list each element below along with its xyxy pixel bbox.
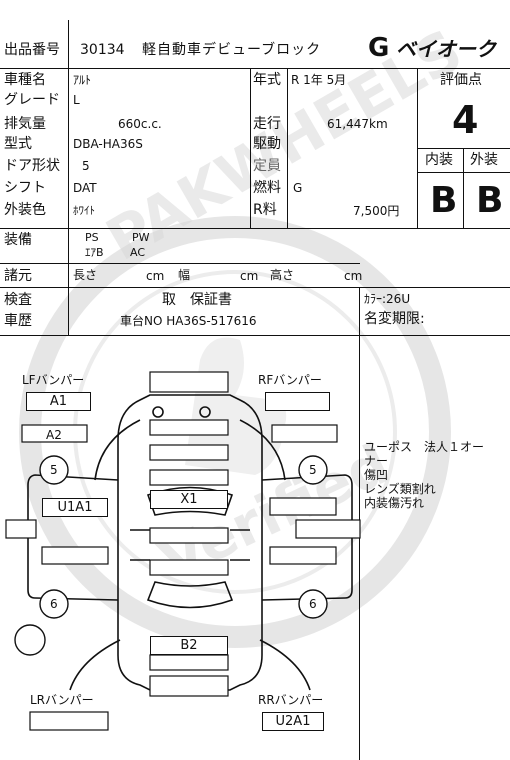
note-line-5: 内装傷汚れ: [364, 496, 425, 510]
year-label: 年式: [253, 72, 281, 88]
model-value: ｱﾙﾄ: [73, 73, 92, 87]
equip-airbag: ｴｱB: [85, 246, 104, 259]
score-label: 評価点: [440, 72, 482, 88]
shift-label: シフト: [4, 180, 46, 196]
lf-bumper-label: LFバンパー: [22, 373, 85, 387]
chassis-number: 車台NO HA36S-517616: [120, 314, 257, 328]
dims-label: 諸元: [4, 268, 32, 284]
auction-logo-text: ベイオーク: [396, 37, 496, 61]
damage-mark-u2a1: U2A1: [262, 712, 324, 731]
mileage-label: 走行: [253, 116, 281, 132]
grade-label: グレード: [4, 92, 60, 108]
note-line-2: ナー: [364, 454, 389, 468]
exterior-label: 外装: [470, 152, 498, 168]
fuel-label: 燃料: [253, 180, 281, 196]
lot-number: 30134: [80, 42, 125, 58]
dims-height-unit: cm: [344, 269, 363, 283]
dims-height: 高さ: [270, 268, 295, 282]
dims-length: 長さ: [73, 268, 98, 282]
damage-mark-a2: A2: [46, 428, 62, 442]
year-value: R 1年 5月: [291, 73, 347, 87]
exterior-value: B: [476, 180, 504, 221]
auction-logo-icon: G: [368, 33, 390, 63]
shift-value: DAT: [73, 181, 97, 195]
tire-rear-right: 6: [309, 597, 317, 611]
note-line-4: レンズ類割れ: [364, 482, 436, 496]
inspection-label: 検査: [4, 292, 32, 308]
drive-label: 駆動: [253, 136, 281, 152]
doors-value: 5: [82, 159, 90, 173]
rr-bumper-label: RRバンパー: [258, 693, 324, 707]
color-value: ﾎﾜｲﾄ: [73, 204, 95, 217]
note-line-3: 傷凹: [364, 468, 389, 482]
interior-label: 内装: [425, 152, 453, 168]
model-label: 車種名: [4, 72, 46, 88]
tire-front-right: 5: [309, 463, 317, 477]
dims-width: 幅: [178, 268, 191, 282]
equipment-label: 装備: [4, 232, 32, 248]
lr-bumper-label: LRバンパー: [30, 693, 94, 707]
type-label: 型式: [4, 136, 32, 152]
color-code: ｶﾗｰ:26U: [364, 292, 411, 306]
tire-front-left: 5: [50, 463, 58, 477]
name-change-deadline: 名変期限:: [364, 311, 425, 327]
damage-mark-b2: B2: [150, 636, 228, 655]
interior-value: B: [430, 180, 458, 221]
mileage-value: 61,447km: [327, 117, 388, 131]
fee-value: 7,500円: [353, 204, 400, 218]
equip-ac: AC: [130, 246, 146, 259]
fuel-value: G: [293, 181, 303, 195]
doors-label: ドア形状: [4, 158, 60, 174]
tire-rear-left: 6: [50, 597, 58, 611]
note-line-1: ユーポス 法人１オー: [364, 440, 485, 454]
displacement-value: 660c.c.: [118, 117, 162, 131]
rf-bumper-label: RFバンパー: [258, 373, 322, 387]
capacity-label: 定員: [253, 158, 281, 174]
score-value: 4: [452, 98, 479, 142]
color-label: 外装色: [4, 202, 46, 218]
fee-label: R料: [253, 202, 277, 218]
displacement-label: 排気量: [4, 116, 46, 132]
dims-length-unit: cm: [146, 269, 165, 283]
equip-pw: PW: [132, 231, 150, 244]
type-value: DBA-HA36S: [73, 137, 143, 151]
lot-label: 出品番号: [4, 42, 60, 58]
dims-width-unit: cm: [240, 269, 259, 283]
rf-bumper-box: [265, 392, 330, 411]
history-label: 車歴: [4, 313, 32, 329]
damage-mark-u1a1: U1A1: [42, 498, 108, 517]
inspection-value: 取 保証書: [162, 292, 232, 308]
equip-ps: PS: [85, 231, 99, 244]
damage-mark-x1: X1: [150, 490, 228, 509]
grade-value: L: [73, 93, 80, 107]
damage-mark-a1: A1: [26, 392, 91, 411]
block-name: 軽自動車デビューブロック: [142, 42, 322, 58]
